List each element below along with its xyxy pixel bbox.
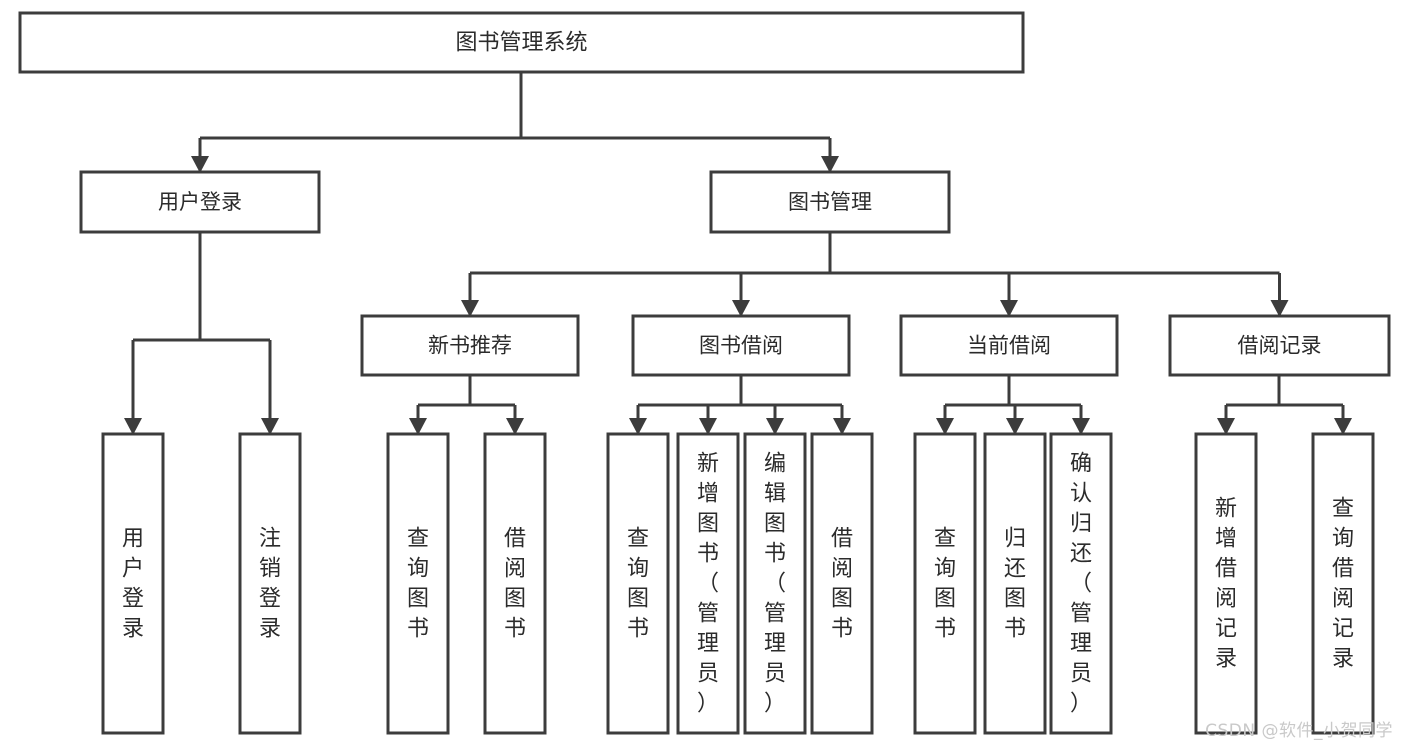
connector-borrowrecord-to-leaves xyxy=(1217,375,1352,435)
connector-newbook-to-leaves xyxy=(409,375,524,435)
arrow-head-icon xyxy=(699,418,717,435)
node-leaf-query-book-new[interactable]: 查询图书 xyxy=(386,432,450,735)
node-label: 新书推荐 xyxy=(428,334,512,358)
arrow-head-icon xyxy=(1334,418,1352,435)
node-current-borrow[interactable]: 当前借阅 xyxy=(899,314,1119,377)
node-leaf-borrow-book-new[interactable]: 借阅图书 xyxy=(483,432,547,735)
arrow-head-icon xyxy=(936,418,954,435)
node-leaf-user-login[interactable]: 用户登录 xyxy=(101,432,165,735)
connector-root-to-level1 xyxy=(191,72,839,173)
arrow-head-icon xyxy=(1270,300,1289,317)
node-box[interactable] xyxy=(18,11,1025,74)
node-box[interactable] xyxy=(386,432,450,735)
arrow-head-icon xyxy=(506,418,524,435)
arrow-head-icon xyxy=(629,418,647,435)
connector-currentborrow-to-leaves xyxy=(936,375,1090,435)
node-label: 用户登录 xyxy=(158,190,242,214)
node-leaf-query-book-borrow[interactable]: 查询图书 xyxy=(606,432,670,735)
node-label: 新增借阅记录 xyxy=(1215,497,1237,672)
arrow-head-icon xyxy=(1072,418,1090,435)
node-user-login[interactable]: 用户登录 xyxy=(79,170,321,234)
node-box[interactable] xyxy=(709,170,951,234)
node-box[interactable] xyxy=(360,314,580,377)
node-label: 确认归还（管理员） xyxy=(1070,452,1092,717)
arrow-head-icon xyxy=(191,156,209,173)
node-box[interactable] xyxy=(810,432,874,735)
node-label: 查询图书 xyxy=(934,527,956,642)
node-leaf-query-book-current[interactable]: 查询图书 xyxy=(913,432,977,735)
node-box[interactable] xyxy=(913,432,977,735)
arrow-head-icon xyxy=(409,418,427,435)
arrow-head-icon xyxy=(261,418,279,435)
connector-bookborrow-to-leaves xyxy=(629,375,851,435)
node-label: 归还图书 xyxy=(1004,527,1026,642)
node-label: 新增图书（管理员） xyxy=(697,452,719,717)
node-new-book-recommend[interactable]: 新书推荐 xyxy=(360,314,580,377)
node-box[interactable] xyxy=(983,432,1047,735)
node-label: 借阅图书 xyxy=(504,527,526,642)
node-leaf-logout[interactable]: 注销登录 xyxy=(238,432,302,735)
node-box[interactable] xyxy=(1194,432,1258,735)
node-root[interactable]: 图书管理系统 xyxy=(18,11,1025,74)
arrow-head-icon xyxy=(732,300,750,317)
arrow-head-icon xyxy=(1217,418,1235,435)
node-box[interactable] xyxy=(631,314,851,377)
connector-bookmgmt-to-level2 xyxy=(461,232,1289,317)
arrow-head-icon xyxy=(833,418,851,435)
connector-layer xyxy=(124,72,1352,435)
arrow-head-icon xyxy=(821,156,839,173)
node-box[interactable] xyxy=(1049,432,1113,735)
node-label: 当前借阅 xyxy=(967,334,1051,358)
node-leaf-edit-book[interactable]: 编辑图书（管理员） xyxy=(743,432,807,735)
node-label: 借阅记录 xyxy=(1238,334,1322,358)
node-label: 用户登录 xyxy=(122,527,144,642)
arrow-head-icon xyxy=(1006,418,1024,435)
node-box[interactable] xyxy=(1168,314,1391,377)
node-box[interactable] xyxy=(1311,432,1375,735)
node-box[interactable] xyxy=(238,432,302,735)
node-label: 编辑图书（管理员） xyxy=(764,452,786,717)
node-leaf-add-book[interactable]: 新增图书（管理员） xyxy=(676,432,740,735)
node-box[interactable] xyxy=(79,170,321,234)
node-label: 图书管理 xyxy=(788,190,872,214)
node-leaf-confirm-return[interactable]: 确认归还（管理员） xyxy=(1049,432,1113,735)
node-box[interactable] xyxy=(743,432,807,735)
node-label: 查询图书 xyxy=(627,527,649,642)
node-label: 借阅图书 xyxy=(831,527,853,642)
node-label: 查询借阅记录 xyxy=(1332,497,1354,672)
node-box[interactable] xyxy=(483,432,547,735)
node-book-management[interactable]: 图书管理 xyxy=(709,170,951,234)
node-leaf-add-record[interactable]: 新增借阅记录 xyxy=(1194,432,1258,735)
node-box[interactable] xyxy=(101,432,165,735)
node-leaf-borrow-book[interactable]: 借阅图书 xyxy=(810,432,874,735)
arrow-head-icon xyxy=(461,300,479,317)
arrow-head-icon xyxy=(766,418,784,435)
node-label: 图书借阅 xyxy=(699,334,783,358)
node-box[interactable] xyxy=(606,432,670,735)
arrow-head-icon xyxy=(124,418,142,435)
connector-userlogin-to-leaves xyxy=(124,232,279,435)
arrow-head-icon xyxy=(1000,300,1018,317)
node-label: 图书管理系统 xyxy=(455,31,587,56)
node-book-borrow[interactable]: 图书借阅 xyxy=(631,314,851,377)
node-label: 查询图书 xyxy=(407,527,429,642)
node-borrow-record[interactable]: 借阅记录 xyxy=(1168,314,1391,377)
node-box[interactable] xyxy=(899,314,1119,377)
node-leaf-return-book[interactable]: 归还图书 xyxy=(983,432,1047,735)
node-box[interactable] xyxy=(676,432,740,735)
node-label: 注销登录 xyxy=(259,527,281,642)
node-leaf-query-record[interactable]: 查询借阅记录 xyxy=(1311,432,1375,735)
